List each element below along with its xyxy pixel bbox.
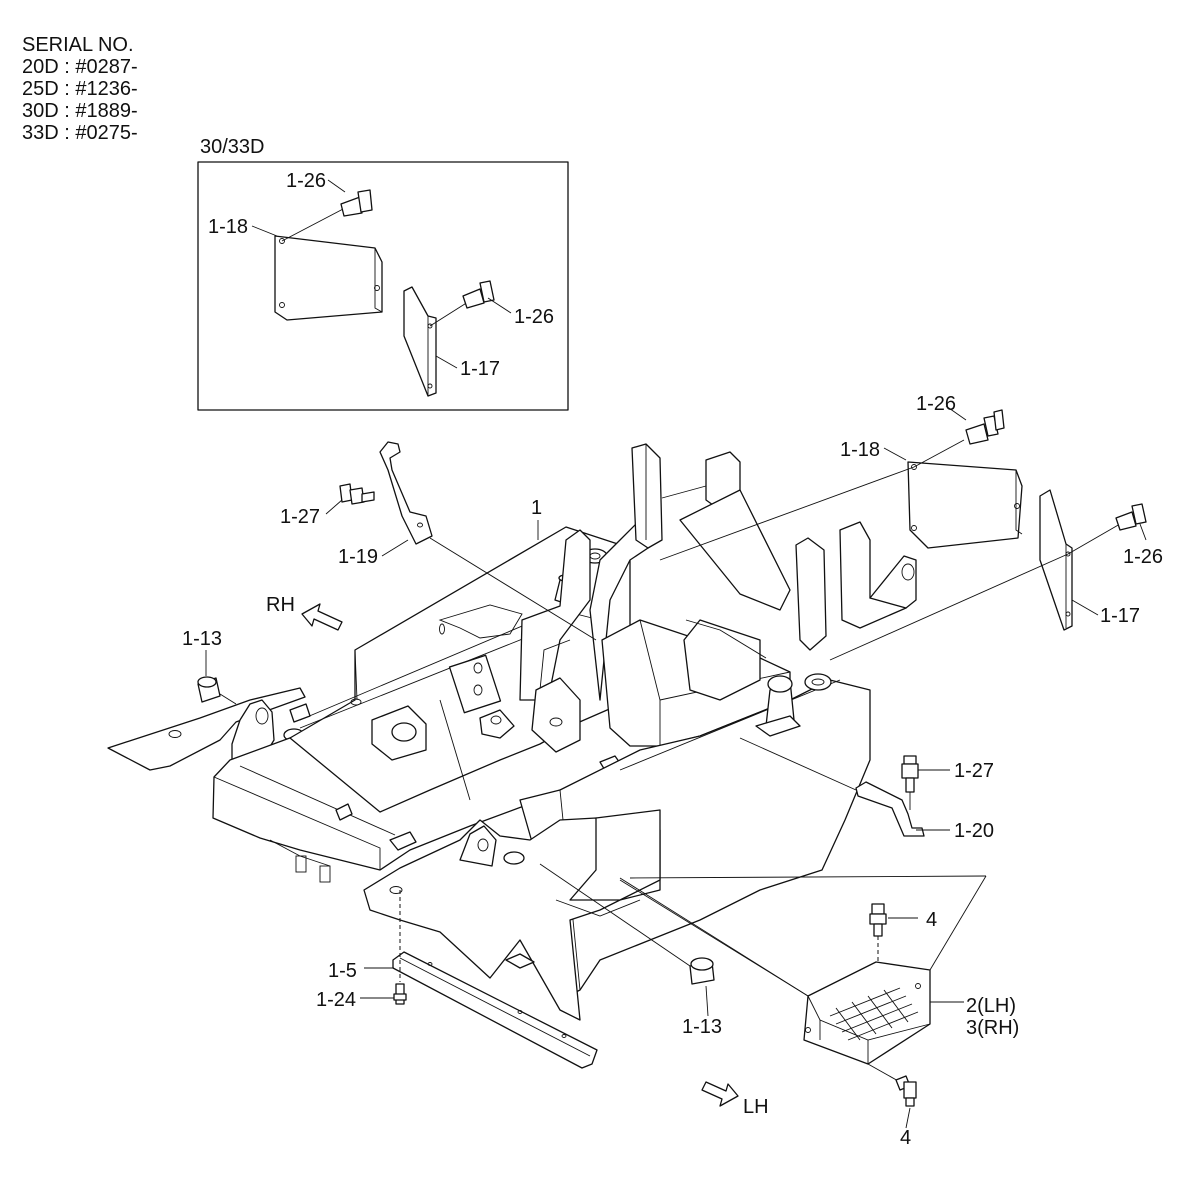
bolt-1-27-left [339, 483, 375, 505]
callout-leaders [205, 405, 1147, 1129]
inset-bolt-1-26-top [281, 189, 373, 242]
serial-heading: SERIAL NO. [22, 34, 134, 56]
label-1-18: 1-18 [840, 439, 880, 461]
label-1-13-bottom: 1-13 [682, 1016, 722, 1038]
bracket-1-20 [855, 781, 925, 837]
serial-line-30d: 30D : #1889- [22, 100, 138, 122]
serial-line-33d: 33D : #0275- [22, 122, 138, 144]
bushing-1-13-bottom [539, 863, 715, 985]
plate-1-17 [1039, 489, 1073, 631]
label-1-frame: 1 [531, 497, 542, 519]
main-frame-assembly [107, 443, 917, 1021]
bolt-1-27-right [901, 755, 919, 810]
inset-plate-1-18 [274, 235, 383, 321]
label-3-rh: 3(RH) [966, 1017, 1019, 1039]
label-1-19: 1-19 [338, 546, 378, 568]
label-rh: RH [266, 594, 295, 616]
step-compartment [569, 809, 661, 901]
plate-1-18 [907, 461, 1023, 549]
tank-upper-plate [679, 489, 791, 611]
label-1-17: 1-17 [1100, 605, 1140, 627]
label-lh: LH [743, 1096, 769, 1118]
label-1-20: 1-20 [954, 820, 994, 842]
direction-arrow-lh-icon [701, 1081, 739, 1107]
inset-label-1-18: 1-18 [208, 216, 248, 238]
upright-post-left [631, 443, 663, 549]
bolt-1-24 [393, 890, 407, 1005]
bushing-1-13-left [197, 676, 237, 705]
label-1-26-right: 1-26 [1123, 546, 1163, 568]
bolt-1-26-right [1115, 503, 1147, 531]
serial-number-block: SERIAL NO. 20D : #0287- 25D : #1236- 30D… [22, 34, 138, 144]
bolt-4-bottom [895, 1075, 917, 1107]
inset-plate-1-17 [403, 286, 437, 397]
label-1-26-top: 1-26 [916, 393, 956, 415]
serial-line-25d: 25D : #1236- [22, 78, 138, 100]
inset-detail: 1-26 1-18 1-26 1-17 [197, 161, 569, 411]
label-4-bottom: 4 [900, 1127, 911, 1149]
bracket-1-19 [379, 441, 433, 545]
bolt-1-26-top [965, 409, 1005, 445]
label-2-lh: 2(LH) [966, 995, 1016, 1017]
inset-label-1-17: 1-17 [460, 358, 500, 380]
label-1-27-right: 1-27 [954, 760, 994, 782]
label-1-5: 1-5 [328, 960, 357, 982]
right-upright-bracket [795, 537, 827, 651]
label-1-24: 1-24 [316, 989, 356, 1011]
label-1-13-left: 1-13 [182, 628, 222, 650]
serial-line-20d: 20D : #0287- [22, 56, 138, 78]
label-4-top: 4 [926, 909, 937, 931]
direction-arrow-rh-icon [301, 603, 343, 631]
label-1-27-left: 1-27 [280, 506, 320, 528]
inset-title: 30/33D [200, 136, 265, 158]
inset-frame [197, 161, 569, 411]
inset-bolt-1-26-right [429, 280, 495, 327]
step-grid [829, 987, 919, 1041]
inset-label-1-26-right: 1-26 [514, 306, 554, 328]
inset-label-1-26-top: 1-26 [286, 170, 326, 192]
